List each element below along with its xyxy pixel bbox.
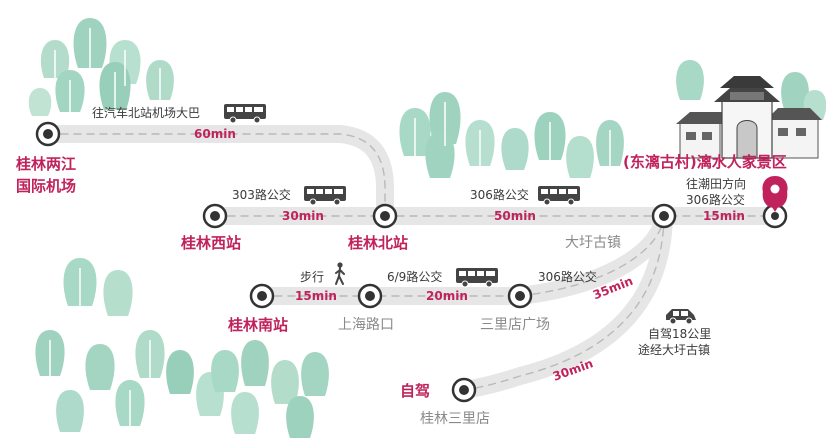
route-label-airport-bus: 往汽车北站机场大巴	[92, 106, 201, 120]
route-label-bus-306-bottom: 306路公交	[538, 270, 597, 284]
route-label-drive-via: 途经大圩古镇	[638, 343, 711, 357]
station-label-guilin-north: 桂林北站	[348, 234, 409, 252]
bus-icon	[456, 268, 498, 288]
tree-cluster-top-left	[28, 18, 174, 116]
bus-icon	[538, 186, 580, 206]
tree-cluster-bottom-left	[35, 258, 224, 432]
route-label-drive-distance: 自驾18公里	[648, 327, 712, 341]
tree-cluster-top-center	[399, 92, 624, 178]
time-label-airport-north: 60min	[194, 127, 236, 141]
destination-pin-icon	[762, 176, 788, 229]
bus-icon	[304, 186, 346, 206]
station-dot-guilin-south	[249, 283, 275, 309]
route-label-bus-306-top: 306路公交	[470, 188, 529, 202]
tree-cluster-top-right	[676, 60, 826, 120]
walking-person-icon	[335, 262, 345, 285]
tree-cluster-bottom-center	[211, 340, 329, 438]
time-label-north-daxu: 50min	[494, 209, 536, 223]
station-markers	[35, 121, 788, 403]
station-dot-daxu	[651, 203, 677, 229]
station-dot-airport	[35, 121, 61, 147]
scenic-gate-illustration	[676, 76, 822, 159]
station-label-daxu: 大圩古镇	[565, 235, 621, 251]
station-label-self-drive: 自驾	[400, 382, 431, 400]
station-dot-guilin-north	[372, 203, 398, 229]
station-dot-guilin-west	[202, 203, 228, 229]
station-label-airport: 桂林两江 国际机场	[16, 155, 77, 195]
station-label-sanlidian-square: 三里店广场	[480, 317, 550, 333]
route-label-bus-6-9: 6/9路公交	[387, 270, 443, 284]
bus-icon	[224, 104, 266, 124]
station-dot-guilin-sanlidian	[451, 377, 477, 403]
route-label-bus-306-scenic: 306路公交	[686, 193, 745, 207]
route-label-walk: 步行	[300, 270, 325, 284]
station-dot-sanlidian-square	[507, 283, 533, 309]
time-label-shanghai-square: 20min	[426, 289, 468, 303]
station-label-guilin-sanlidian: 桂林三里店	[420, 411, 490, 427]
time-label-south-shanghai: 15min	[295, 289, 337, 303]
station-label-scenic: (东漓古村)漓水人家景区	[623, 153, 787, 171]
car-icon	[666, 309, 696, 325]
station-dot-shanghai-road	[357, 283, 383, 309]
station-label-shanghai-road: 上海路口	[338, 317, 394, 333]
time-label-daxu-scenic: 15min	[703, 209, 745, 223]
route-label-bus-303: 303路公交	[232, 188, 291, 202]
station-label-guilin-west: 桂林西站	[181, 234, 242, 252]
time-label-west-north: 30min	[282, 209, 324, 223]
station-label-guilin-south: 桂林南站	[228, 316, 289, 334]
road-network	[39, 125, 784, 399]
route-label-to-chaotian: 往潮田方向	[686, 177, 747, 191]
